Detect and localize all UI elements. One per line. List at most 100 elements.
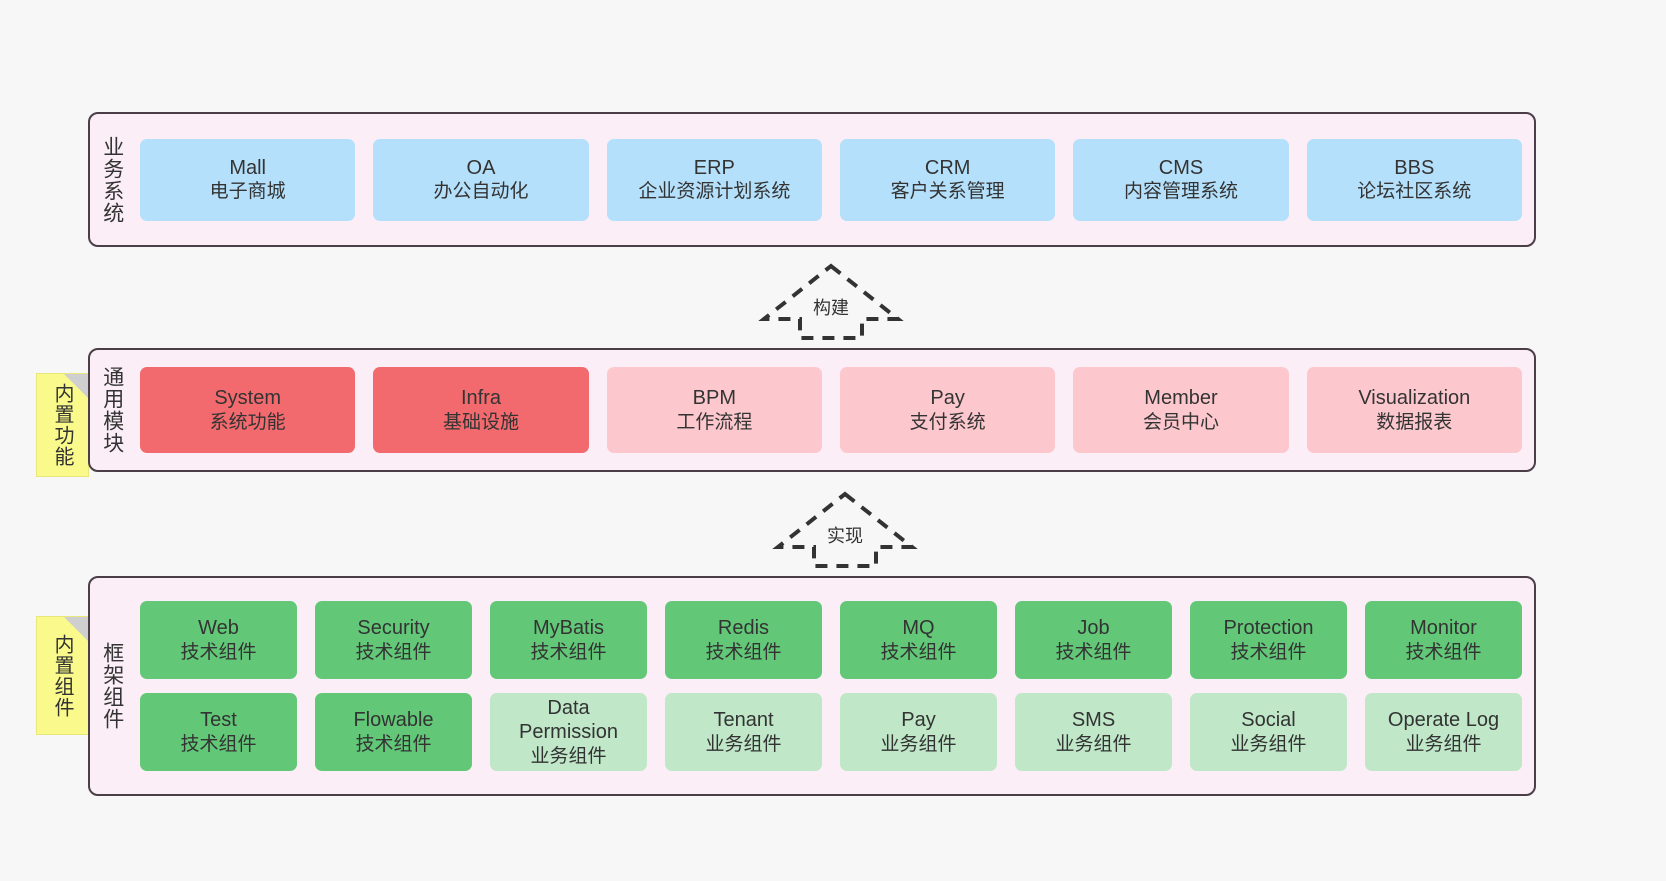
item-test-name: Test [200,709,237,732]
framework-tech-row: Web 技术组件 Security 技术组件 MyBatis 技术组件 Redi… [140,601,1522,679]
item-crm-name: CRM [924,156,971,179]
item-member-name: Member [1144,387,1218,410]
item-bpm-desc: 工作流程 [676,411,753,433]
layer-business-system-title: 业务系统 [100,135,124,224]
item-social-desc: 业务组件 [1230,733,1307,755]
item-pay-component-name: Pay [901,709,936,732]
item-oa[interactable]: OA 办公自动化 [373,138,589,221]
item-bbs[interactable]: BBS 论坛社区系统 [1306,138,1522,221]
item-pay-module-desc: 支付系统 [909,411,986,433]
arrow-build-shape [758,263,904,340]
item-social-name: Social [1241,709,1296,732]
item-tenant-desc: 业务组件 [705,733,782,755]
arrow-build-label: 构建 [813,298,849,318]
layer-common-module-title: 通用模块 [100,366,124,454]
item-redis[interactable]: Redis 技术组件 [665,601,822,679]
item-oa-desc: 办公自动化 [433,181,529,203]
item-monitor[interactable]: Monitor 技术组件 [1365,601,1522,679]
item-data-permission-name: Data Permission [519,697,618,744]
item-erp-name: ERP [693,156,735,179]
item-erp[interactable]: ERP 企业资源计划系统 [606,138,822,221]
layer-common-module: 通用模块 System 系统功能 Infra 基础设施 BPM 工作流程 Pay… [88,348,1536,472]
item-system-name: System [214,387,281,410]
item-infra-name: Infra [460,387,501,410]
item-mq-desc: 技术组件 [880,641,957,663]
item-flowable[interactable]: Flowable 技术组件 [315,693,472,771]
item-operate-log-desc: 业务组件 [1405,733,1482,755]
item-data-permission[interactable]: Data Permission 业务组件 [490,693,647,771]
layer-common-module-body: System 系统功能 Infra 基础设施 BPM 工作流程 Pay 支付系统… [134,350,1534,470]
note-fold-icon [64,374,88,398]
item-sms[interactable]: SMS 业务组件 [1015,693,1172,771]
layer-framework-components-body: Web 技术组件 Security 技术组件 MyBatis 技术组件 Redi… [134,578,1534,794]
item-bbs-name: BBS [1394,156,1435,179]
item-system[interactable]: System 系统功能 [140,367,356,453]
item-crm[interactable]: CRM 客户关系管理 [839,138,1056,221]
item-test[interactable]: Test 技术组件 [140,693,297,771]
item-sms-name: SMS [1071,709,1116,732]
item-cms-desc: 内容管理系统 [1123,181,1238,203]
item-cms-name: CMS [1158,156,1204,179]
item-operate-log[interactable]: Operate Log 业务组件 [1365,693,1522,771]
item-protection-name: Protection [1223,617,1314,640]
item-cms[interactable]: CMS 内容管理系统 [1073,138,1289,221]
item-pay-module[interactable]: Pay 支付系统 [839,367,1056,453]
arrow-build: 构建 [758,262,904,342]
layer-framework-components: 框架组件 Web 技术组件 Security 技术组件 MyBatis 技术组件… [88,576,1536,796]
item-pay-component[interactable]: Pay 业务组件 [840,693,997,771]
layer-framework-components-title: 框架组件 [100,642,124,730]
arrow-implement: 实现 [772,490,918,570]
item-visualization[interactable]: Visualization 数据报表 [1306,367,1522,453]
item-web-desc: 技术组件 [180,641,257,663]
item-visualization-desc: 数据报表 [1376,411,1453,433]
item-visualization-name: Visualization [1358,387,1471,410]
item-mybatis[interactable]: MyBatis 技术组件 [490,601,647,679]
item-job-name: Job [1077,617,1110,640]
item-web-name: Web [198,617,239,640]
item-member-desc: 会员中心 [1142,411,1219,433]
arrow-implement-label: 实现 [827,526,863,546]
common-module-row: System 系统功能 Infra 基础设施 BPM 工作流程 Pay 支付系统… [140,367,1522,453]
item-monitor-name: Monitor [1410,617,1477,640]
item-mall[interactable]: Mall 电子商城 [140,138,356,221]
item-pay-component-desc: 业务组件 [880,733,957,755]
item-security-name: Security [357,617,430,640]
item-data-permission-desc: 业务组件 [530,745,607,767]
item-job[interactable]: Job 技术组件 [1015,601,1172,679]
item-mq[interactable]: MQ 技术组件 [840,601,997,679]
item-oa-name: OA [466,156,496,179]
item-social[interactable]: Social 业务组件 [1190,693,1347,771]
item-test-desc: 技术组件 [180,733,257,755]
item-tenant[interactable]: Tenant 业务组件 [665,693,822,771]
item-mall-desc: 电子商城 [209,181,286,203]
item-mall-name: Mall [229,156,266,179]
item-infra[interactable]: Infra 基础设施 [373,367,589,453]
item-member[interactable]: Member 会员中心 [1073,367,1289,453]
item-monitor-desc: 技术组件 [1405,641,1482,663]
item-mybatis-name: MyBatis [532,617,605,640]
note-builtin-function-label: 内置功能 [51,383,73,467]
item-security-desc: 技术组件 [355,641,432,663]
item-flowable-desc: 技术组件 [355,733,432,755]
note-builtin-function: 内置功能 [36,373,89,477]
business-row: Mall 电子商城 OA 办公自动化 ERP 企业资源计划系统 CRM 客户关系… [140,138,1522,221]
item-flowable-name: Flowable [353,709,434,732]
arrow-implement-shape [772,491,918,568]
item-protection[interactable]: Protection 技术组件 [1190,601,1347,679]
item-crm-desc: 客户关系管理 [890,181,1005,203]
note-fold-icon [64,617,88,641]
item-redis-name: Redis [717,617,770,640]
item-web[interactable]: Web 技术组件 [140,601,297,679]
item-bpm-name: BPM [692,387,736,410]
item-mq-name: MQ [902,617,935,640]
note-builtin-component-label: 内置组件 [51,633,73,718]
item-bpm[interactable]: BPM 工作流程 [606,367,822,453]
item-tenant-name: Tenant [713,709,774,732]
item-security[interactable]: Security 技术组件 [315,601,472,679]
item-redis-desc: 技术组件 [705,641,782,663]
layer-business-system-body: Mall 电子商城 OA 办公自动化 ERP 企业资源计划系统 CRM 客户关系… [134,114,1534,245]
item-mybatis-desc: 技术组件 [530,641,607,663]
item-infra-desc: 基础设施 [442,411,519,433]
item-job-desc: 技术组件 [1055,641,1132,663]
